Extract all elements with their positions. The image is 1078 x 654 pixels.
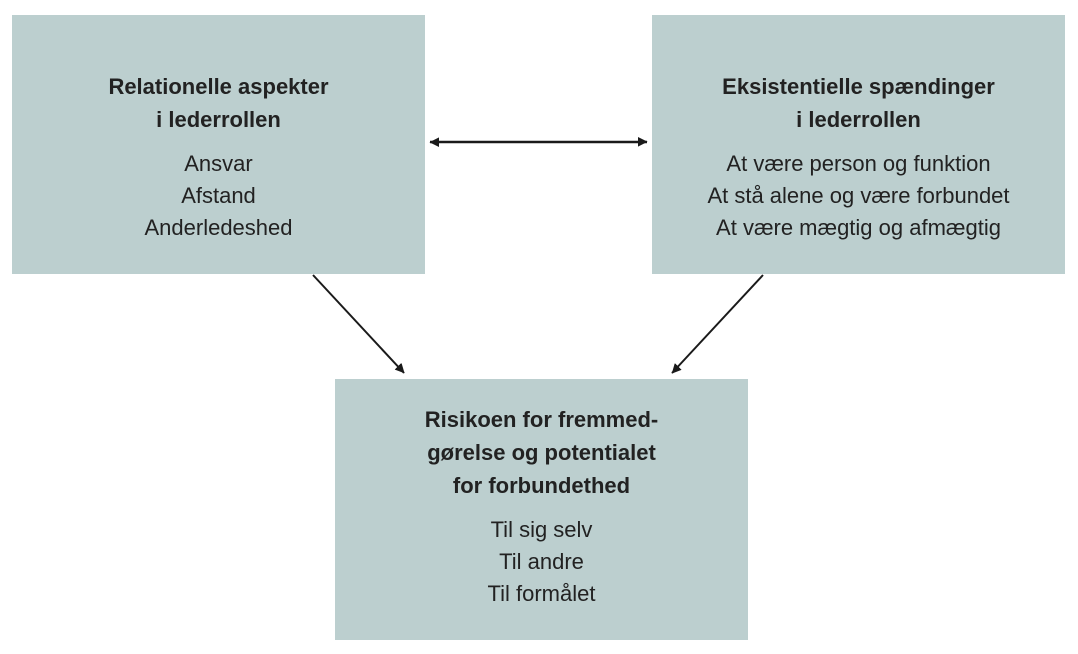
list-item: Afstand [181, 183, 256, 208]
list-item: Til sig selv [490, 517, 593, 542]
list-item: Anderledeshed [144, 215, 293, 240]
box-title: Risikoen for fremmed- gørelse og potenti… [335, 403, 748, 502]
box-items: Ansvar Afstand Anderledeshed [12, 148, 425, 244]
arrow-existential-to-risk [671, 274, 764, 374]
title-line: i lederrollen [796, 107, 921, 132]
existential-tensions-box: Eksistentielle spændinger i lederrollen … [652, 15, 1065, 274]
box-items: Til sig selv Til andre Til formålet [335, 514, 748, 610]
relational-aspects-box: Relationelle aspekter i lederrollen Ansv… [12, 15, 425, 274]
list-item: Til andre [499, 549, 584, 574]
list-item: At være mægtig og afmægtig [716, 215, 1001, 240]
title-line: i lederrollen [156, 107, 281, 132]
list-item: Til formålet [487, 581, 596, 606]
box-items: At være person og funktion At stå alene … [652, 148, 1065, 244]
title-line: for forbundethed [452, 473, 631, 498]
list-item: At stå alene og være forbundet [707, 183, 1010, 208]
risk-potential-box: Risikoen for fremmed- gørelse og potenti… [335, 379, 748, 640]
box-title: Eksistentielle spændinger i lederrollen [652, 70, 1065, 136]
title-line: gørelse og potentialet [427, 440, 656, 465]
title-line: Eksistentielle spændinger [722, 74, 995, 99]
title-line: Risikoen for fremmed- [424, 407, 659, 432]
arrow-relational-to-risk [312, 274, 405, 374]
box-title: Relationelle aspekter i lederrollen [12, 70, 425, 136]
list-item: At være person og funktion [726, 151, 991, 176]
title-line: Relationelle aspekter [108, 74, 329, 99]
list-item: Ansvar [184, 151, 253, 176]
